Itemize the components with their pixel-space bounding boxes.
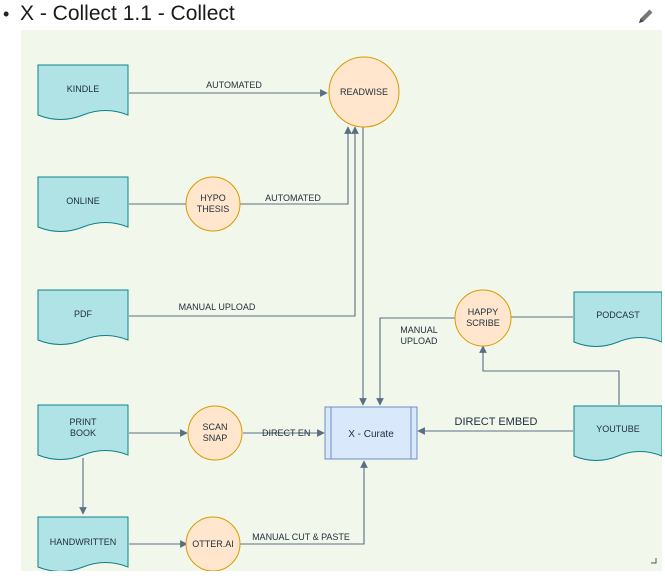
node-label-scan-snap-1: SCAN	[202, 422, 227, 432]
edge-hypothesis-readwise	[239, 126, 352, 205]
pencil-icon[interactable]	[636, 6, 656, 26]
node-label-print-book-1: PRINT	[70, 417, 98, 427]
edge-label-happyscribe-curate-1: MANUAL	[400, 325, 438, 335]
node-label-pdf: PDF	[74, 309, 93, 319]
node-label-otter-ai: OTTER.AI	[192, 539, 234, 549]
node-hypothesis[interactable]: HYPO THESIS	[185, 176, 241, 232]
edge-otter-curate	[240, 460, 368, 545]
node-label-readwise: READWISE	[340, 87, 388, 97]
edge-label-otter-curate: MANUAL CUT & PASTE	[252, 532, 350, 542]
node-scan-snap[interactable]: SCAN SNAP	[187, 405, 243, 461]
node-podcast[interactable]: PODCAST	[573, 291, 663, 347]
node-pdf[interactable]: PDF	[37, 289, 129, 345]
node-label-happy-scribe-1: HAPPY	[468, 307, 499, 317]
node-label-x-curate: X - Curate	[348, 429, 394, 440]
node-youtube[interactable]: YOUTUBE	[573, 405, 663, 461]
node-label-scan-snap-2: SNAP	[203, 433, 228, 443]
resize-handle-icon[interactable]	[651, 558, 657, 564]
node-label-online: ONLINE	[66, 196, 100, 206]
node-handwritten[interactable]: HANDWRITTEN	[37, 516, 129, 572]
edge-pdf-readwise	[129, 126, 359, 317]
node-label-hypothesis-2: THESIS	[197, 204, 230, 214]
edge-youtube-happyscribe	[479, 345, 620, 405]
node-label-youtube: YOUTUBE	[596, 424, 640, 434]
node-otter-ai[interactable]: OTTER.AI	[185, 516, 241, 572]
node-label-podcast: PODCAST	[596, 310, 640, 320]
node-readwise[interactable]: READWISE	[328, 56, 400, 128]
node-label-happy-scribe-2: SCRIBE	[466, 318, 500, 328]
title-bar: • X - Collect 1.1 - Collect	[0, 0, 665, 30]
node-online[interactable]: ONLINE	[37, 176, 129, 232]
bullet: •	[3, 4, 10, 24]
edge-label-scansnap-curate: DIRECT EN	[262, 428, 310, 438]
edge-label-youtube-curate: DIRECT EMBED	[455, 416, 538, 428]
edge-label-happyscribe-curate-2: UPLOAD	[400, 336, 438, 346]
node-x-curate[interactable]: X - Curate	[324, 406, 418, 460]
diagram-canvas: AUTOMATED AUTOMATED MANUAL UPLOAD MANUAL…	[21, 30, 663, 572]
edge-label-kindle-readwise: AUTOMATED	[206, 80, 262, 90]
edge-label-hypothesis-readwise: AUTOMATED	[265, 193, 321, 203]
node-happy-scribe[interactable]: HAPPY SCRIBE	[454, 289, 512, 347]
node-label-handwritten: HANDWRITTEN	[50, 537, 117, 547]
page-title: X - Collect 1.1 - Collect	[20, 2, 235, 25]
node-label-print-book-2: BOOK	[70, 428, 96, 438]
flow-diagram: AUTOMATED AUTOMATED MANUAL UPLOAD MANUAL…	[37, 56, 663, 572]
edge-happyscribe-curate	[376, 317, 455, 406]
node-label-kindle: KINDLE	[67, 84, 100, 94]
node-print-book[interactable]: PRINT BOOK	[37, 404, 129, 460]
edge-label-pdf-readwise: MANUAL UPLOAD	[179, 302, 256, 312]
node-kindle[interactable]: KINDLE	[37, 64, 129, 120]
node-label-hypothesis-1: HYPO	[200, 193, 226, 203]
